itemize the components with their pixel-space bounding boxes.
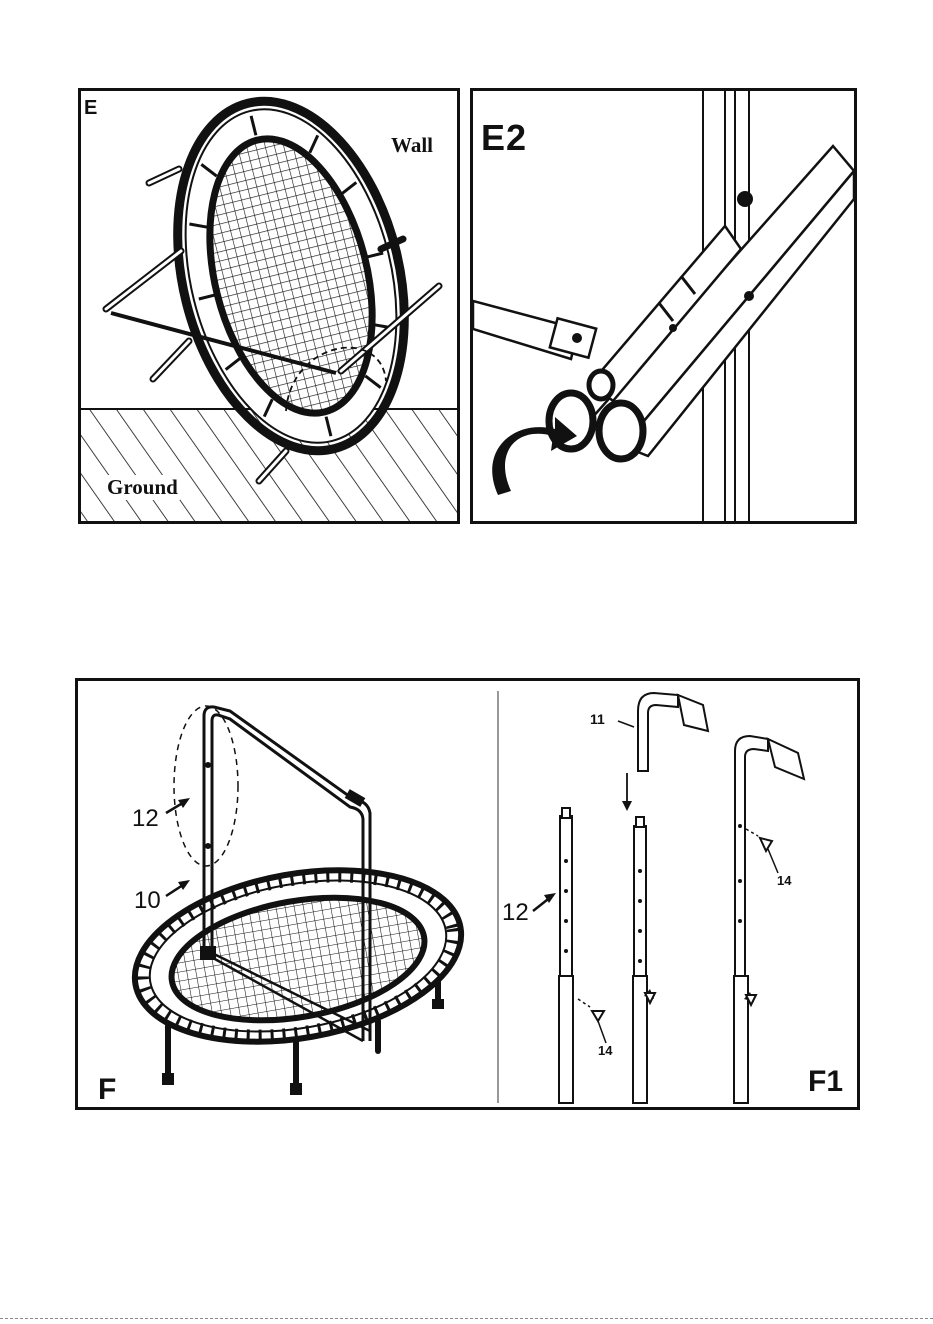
horizontal-tube [473, 301, 596, 359]
callout-14-left: 14 [598, 1043, 612, 1058]
callout-11: 11 [590, 711, 605, 727]
highlight-ellipse [174, 706, 238, 866]
ground-label: Ground [105, 475, 180, 500]
pin-icon [592, 1011, 604, 1021]
callout-10: 10 [134, 887, 161, 915]
panel-f: F 12 10 F1 11 12 14 14 [75, 678, 860, 1110]
trampoline-with-handlebar [121, 706, 474, 1095]
tube-holes [564, 824, 742, 963]
handlebar-assembly-illustration [78, 681, 857, 1107]
panel-e: E Wall Ground [78, 88, 460, 524]
tube-assembly-steps [559, 693, 804, 1103]
panel-label-f1: F1 [808, 1065, 843, 1099]
panel-label-e: E [84, 97, 97, 120]
frame-latch-detail-illustration [473, 91, 854, 521]
callout-12-right: 12 [502, 899, 529, 927]
rotate-arrow-icon [492, 417, 577, 495]
wall-label: Wall [391, 133, 433, 158]
panel-e2: E2 [470, 88, 857, 524]
callout-12-left: 12 [132, 805, 159, 833]
panel-label-e2: E2 [481, 117, 527, 159]
panel-label-f: F [98, 1073, 116, 1107]
knob [737, 191, 753, 207]
callout-14-right: 14 [777, 873, 791, 888]
page-bottom-edge [0, 1318, 933, 1319]
